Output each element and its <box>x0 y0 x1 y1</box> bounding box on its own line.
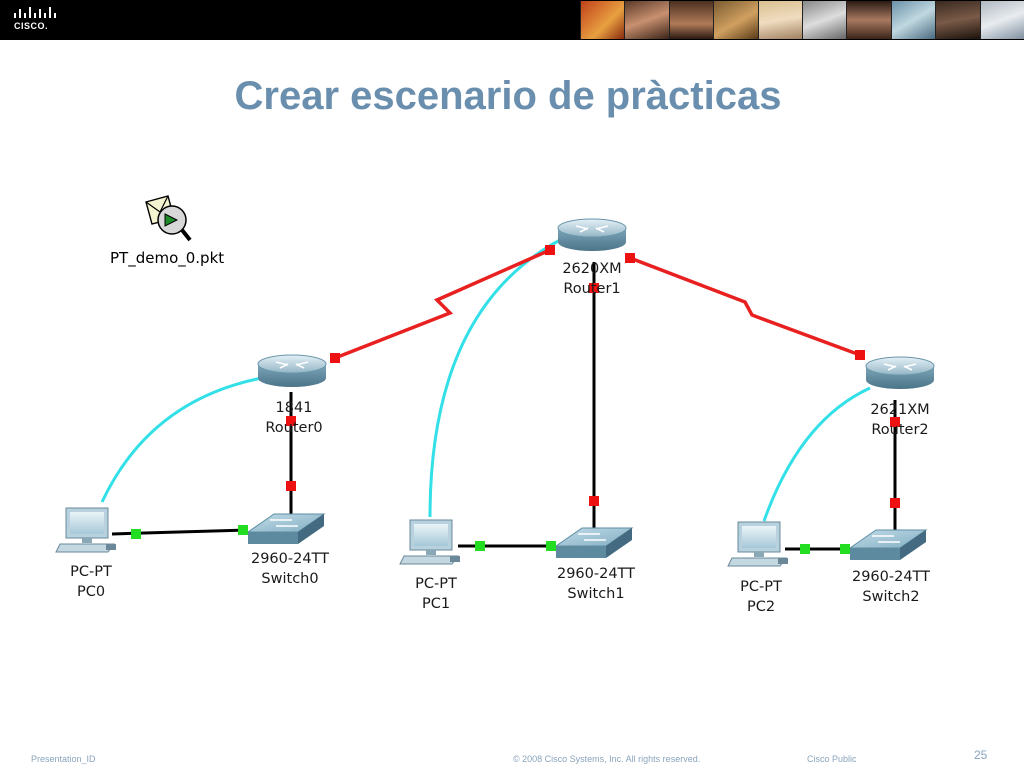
logo-text: CISCO. <box>14 21 49 31</box>
slide-title: Crear escenario de pràcticas <box>234 74 782 118</box>
switch2-label: 2960-24TT Switch2 <box>852 567 930 607</box>
switch-icon[interactable] <box>849 529 927 561</box>
pc2-label: PC-PT PC2 <box>740 577 782 617</box>
serial-link-router1-router2 <box>629 256 861 357</box>
top-banner: CISCO. <box>0 0 1024 40</box>
pc-icon[interactable] <box>55 507 117 553</box>
serial-link-router0-router1 <box>334 248 551 360</box>
router2-model: 2621XM <box>870 402 930 418</box>
link-down-indicators <box>286 245 900 508</box>
console-link-pc2-router2 <box>762 386 871 522</box>
router2-label: 2621XM Router2 <box>870 400 929 440</box>
router-icon[interactable] <box>257 354 327 388</box>
router1-name: Router1 <box>563 281 621 297</box>
pkt-file-name[interactable]: PT_demo_0.pkt <box>110 249 225 267</box>
cisco-logo-icon <box>14 7 56 18</box>
pc0-label: PC-PT PC0 <box>70 562 112 602</box>
link-up-indicators <box>131 525 850 554</box>
pc2-name: PC2 <box>746 599 776 615</box>
router0-name: Router0 <box>265 420 323 436</box>
router0-model: 1841 <box>275 400 313 416</box>
router0-label: 1841 Router0 <box>265 398 322 438</box>
console-link-pc0-router0 <box>100 376 263 503</box>
router1-model: 2620XM <box>562 261 622 277</box>
footer-presentation-id: Presentation_ID <box>31 754 96 764</box>
switch0-model: 2960-24TT <box>250 551 330 567</box>
router1-label: 2620XM Router1 <box>562 259 621 299</box>
router2-name: Router2 <box>871 422 929 438</box>
pc0-name: PC0 <box>76 584 106 600</box>
pc-icon[interactable] <box>727 521 789 567</box>
switch1-model: 2960-24TT <box>556 566 636 582</box>
router-icon[interactable] <box>865 356 935 390</box>
pc2-model: PC-PT <box>740 579 782 595</box>
pc1-model: PC-PT <box>415 576 457 592</box>
page-number: 25 <box>974 748 988 762</box>
switch1-label: 2960-24TT Switch1 <box>557 564 635 604</box>
switch-icon[interactable] <box>247 513 325 545</box>
header-photo-strip <box>580 1 1024 39</box>
footer-copyright: © 2008 Cisco Systems, Inc. All rights re… <box>513 754 701 764</box>
switch0-label: 2960-24TT Switch0 <box>251 549 329 589</box>
console-link-pc1-router1 <box>428 238 561 518</box>
pc1-label: PC-PT PC1 <box>415 574 457 614</box>
switch2-name: Switch2 <box>862 589 920 605</box>
switch1-name: Switch1 <box>567 586 625 602</box>
switch-icon[interactable] <box>555 527 633 559</box>
switch0-name: Switch0 <box>261 571 319 587</box>
pc0-model: PC-PT <box>70 564 112 580</box>
pc-icon[interactable] <box>399 519 461 565</box>
pc1-name: PC1 <box>421 596 451 612</box>
packet-tracer-file-icon[interactable] <box>145 195 192 242</box>
switch2-model: 2960-24TT <box>851 569 931 585</box>
router-icon[interactable] <box>557 218 627 252</box>
footer-classification: Cisco Public <box>807 754 857 764</box>
